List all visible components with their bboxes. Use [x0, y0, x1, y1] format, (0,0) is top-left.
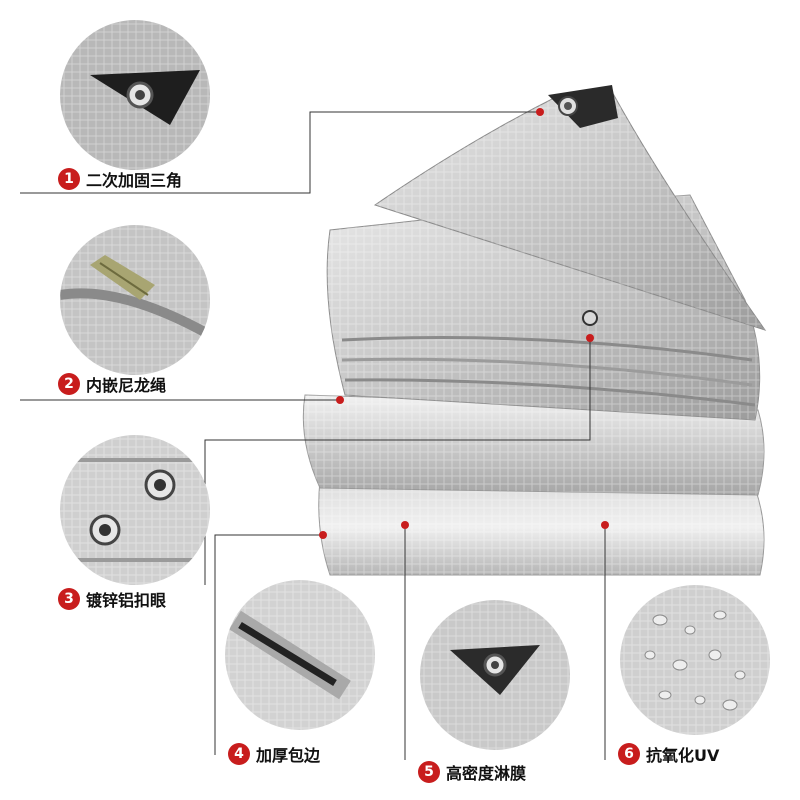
feature-6: 6 抗氧化UV — [618, 742, 719, 766]
feature-2: 2 内嵌尼龙绳 — [58, 372, 166, 396]
feature-number-badge: 1 — [58, 168, 80, 190]
marker-dot-4 — [319, 531, 327, 539]
detail-thumb-thick-edge — [225, 580, 375, 730]
tarp-bottom-roll — [318, 479, 765, 576]
feature-number-badge: 6 — [618, 743, 640, 765]
feature-label: 高密度淋膜 — [446, 764, 527, 783]
tarp-top-flap — [373, 85, 767, 331]
feature-5: 5 高密度淋膜 — [418, 760, 526, 784]
feature-label: 加厚包边 — [256, 746, 321, 765]
feature-1: 1 二次加固三角 — [58, 167, 182, 191]
detail-thumb-triangle-reinforcement — [60, 20, 210, 170]
feature-label: 二次加固三角 — [86, 171, 183, 190]
feature-number-badge: 2 — [58, 373, 80, 395]
feature-label: 内嵌尼龙绳 — [86, 376, 167, 395]
feature-number-badge: 4 — [228, 743, 250, 765]
detail-thumb-nylon-rope — [60, 225, 210, 375]
feature-3: 3 镀锌铝扣眼 — [58, 587, 166, 611]
feature-label: 镀锌铝扣眼 — [86, 591, 167, 610]
marker-dot-1 — [536, 108, 544, 116]
feature-number-badge: 5 — [418, 761, 440, 783]
feature-4: 4 加厚包边 — [228, 742, 320, 766]
marker-dot-2 — [336, 396, 344, 404]
feature-label: 抗氧化UV — [646, 746, 720, 765]
tarp-middle-fold — [302, 394, 765, 496]
detail-thumb-anti-uv — [620, 585, 770, 735]
marker-dot-3 — [586, 334, 594, 342]
feature-number-badge: 3 — [58, 588, 80, 610]
marker-dot-5 — [401, 521, 409, 529]
detail-thumb-aluminum-grommet — [60, 435, 210, 585]
callout-markers — [319, 108, 609, 539]
marker-dot-6 — [601, 521, 609, 529]
detail-thumb-high-density-coating — [420, 600, 570, 750]
